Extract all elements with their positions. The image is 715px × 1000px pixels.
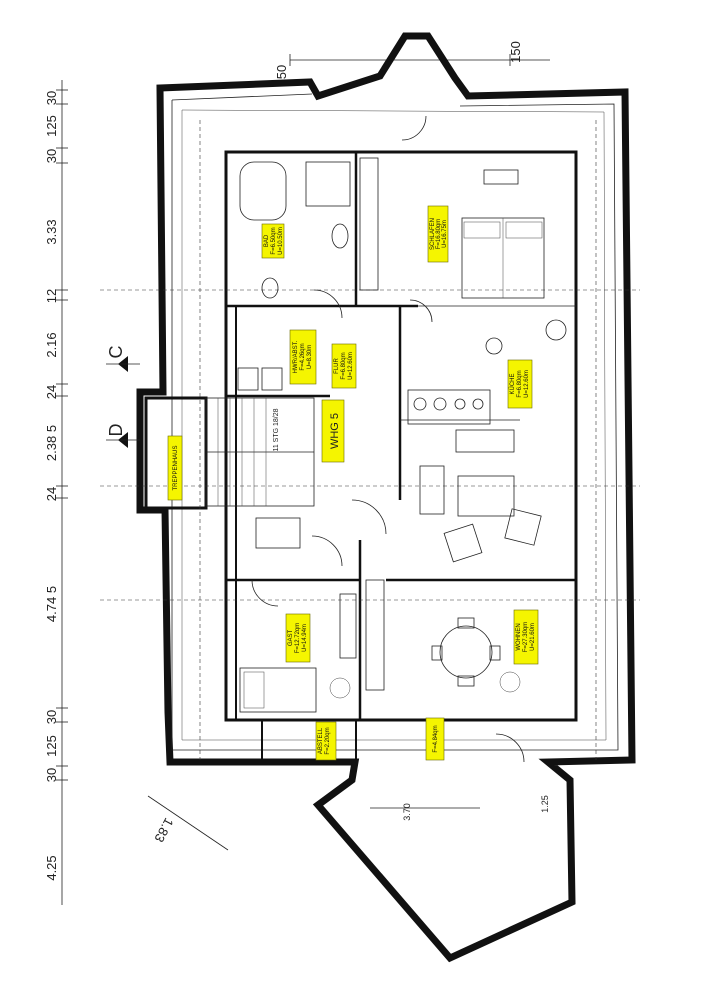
stairs-label: 11 STG 18/28: [273, 408, 280, 451]
room-name: ABSTELL: [318, 727, 324, 754]
room-name: BAD: [264, 234, 270, 247]
door-icon-7: [351, 499, 387, 535]
furniture: [237, 157, 567, 713]
dim-top-1: 150: [508, 41, 523, 63]
room-name: FLUR: [334, 358, 340, 374]
diagonal-dim: 1.83: [151, 815, 176, 844]
desk-icon: [255, 517, 301, 549]
room-name: TREPPENHAUS: [173, 445, 179, 490]
plant-icon-2: [329, 677, 351, 699]
room-tag-balcony: F=4.84qm: [425, 717, 445, 761]
left-dimension-chain: 30 125 30 3.33 12 2.16 24 2.38 5 24 4.74…: [44, 80, 68, 905]
doors: [251, 115, 525, 763]
single-bed-icon: [239, 667, 317, 713]
dim-left-12: 30: [44, 768, 59, 782]
dim-left-1: 125: [44, 115, 59, 137]
room-area: F=6.80qm: [341, 352, 347, 379]
dim-left-8: 24: [44, 487, 59, 501]
bathtub-icon: [239, 161, 287, 221]
dim-left-3: 3.33: [44, 219, 59, 244]
shelf-icon: [339, 593, 357, 659]
room-area: F=2.20qm: [325, 727, 331, 754]
door-icon: [313, 289, 343, 319]
room-area: F=4.26qm: [300, 343, 306, 370]
room-tag-gast: GAST F=12.72qm U=14.94m: [285, 613, 311, 663]
room-area: F=27.30qm: [523, 622, 529, 653]
room-tag-schlafen: SCHLAFEN F=16.80qm U=16.75m: [427, 205, 449, 263]
dryer-icon: [261, 367, 283, 391]
shower-icon: [305, 161, 351, 207]
stairwell: 11 STG 18/28: [144, 396, 315, 510]
coffee-table-icon: [457, 475, 515, 517]
room-perimeter: U=16.75m: [442, 220, 448, 248]
interior-walls: [224, 150, 578, 765]
door-icon-3: [311, 535, 343, 567]
dim-left-5: 2.16: [44, 332, 59, 357]
section-c-letter: C: [106, 346, 126, 359]
room-tag-flur: FLUR F=6.80qm U=12.60m: [331, 343, 357, 389]
top-dimensions: 50 150: [274, 41, 550, 79]
room-area: F=6.50qm: [271, 227, 277, 254]
dim-left-11: 125: [44, 735, 59, 757]
dim-left-4: 12: [44, 289, 59, 303]
bottom-dim: 3.70: [402, 803, 412, 821]
section-marker-c: C: [106, 346, 140, 372]
dining-table-icon: [439, 625, 493, 679]
room-tag-treppenhaus: TREPPENHAUS: [167, 435, 183, 501]
toilet-icon: [261, 277, 279, 299]
room-area: F=16.80qm: [436, 219, 442, 250]
dresser-icon: [483, 169, 519, 185]
armchair-icon-2: [504, 508, 542, 546]
section-marker-d: D: [106, 424, 140, 448]
room-name: SCHLAFEN: [430, 218, 436, 250]
room-area: F=6.80qm: [517, 370, 523, 397]
armchair-icon: [443, 523, 483, 563]
room-name: KÜCHE: [509, 373, 516, 394]
outer-walls: [136, 32, 636, 963]
room-tag-hwr: HWR/ABST. F=4.26qm U=8.30m: [289, 329, 317, 385]
sink-icon: [331, 223, 349, 249]
room-perimeter: U=8.30m: [307, 345, 313, 370]
room-name: GAST: [288, 630, 294, 647]
section-d-letter: D: [106, 424, 126, 437]
dim-left-13: 4.25: [44, 855, 59, 880]
dim-left-7: 2.38 5: [44, 425, 59, 461]
room-tag-wohnen: WOHNEN F=27.30qm U=21.60m: [513, 609, 539, 665]
washing-machine-icon: [237, 367, 259, 391]
dining-bench-icon: [455, 429, 515, 453]
sofa-icon: [419, 465, 445, 515]
room-perimeter: U=10.50m: [278, 227, 284, 255]
room-name: WOHNEN: [516, 623, 522, 650]
room-area: F=12.72qm: [295, 623, 301, 654]
unit-label-text: WHG 5: [329, 413, 341, 449]
room-perimeter: U=12.60m: [348, 352, 354, 380]
door-icon-6: [409, 299, 433, 323]
kitchen-counter-icon: [407, 389, 491, 425]
room-tag-bad: BAD F=6.50qm U=10.50m: [261, 223, 285, 259]
wardrobe-icon: [359, 157, 379, 291]
room-area: F=4.84qm: [433, 725, 439, 752]
stove-icon: [413, 397, 427, 411]
door-icon-4: [251, 579, 279, 607]
room-tag-abstell: ABSTELL F=2.20qm: [315, 721, 337, 761]
door-icon-2: [401, 115, 427, 141]
unit-label: WHG 5: [321, 399, 345, 463]
dim-left-9: 4.74 5: [44, 586, 59, 622]
bottom-dim-b: 1.25: [540, 795, 550, 813]
dim-left-10: 30: [44, 710, 59, 724]
dim-left-2: 30: [44, 149, 59, 163]
room-perimeter: U=21.60m: [530, 623, 536, 651]
door-icon-5: [495, 733, 525, 763]
dim-left-6: 24: [44, 385, 59, 399]
room-perimeter: U=14.94m: [302, 624, 308, 652]
plant-icon: [499, 671, 521, 693]
room-name: HWR/ABST.: [293, 340, 299, 373]
dim-top-0: 50: [274, 65, 289, 79]
dim-left-0: 30: [44, 91, 59, 105]
room-tag-kueche: KÜCHE F=6.80qm U=12.60m: [507, 359, 533, 409]
room-perimeter: U=12.60m: [524, 370, 530, 398]
